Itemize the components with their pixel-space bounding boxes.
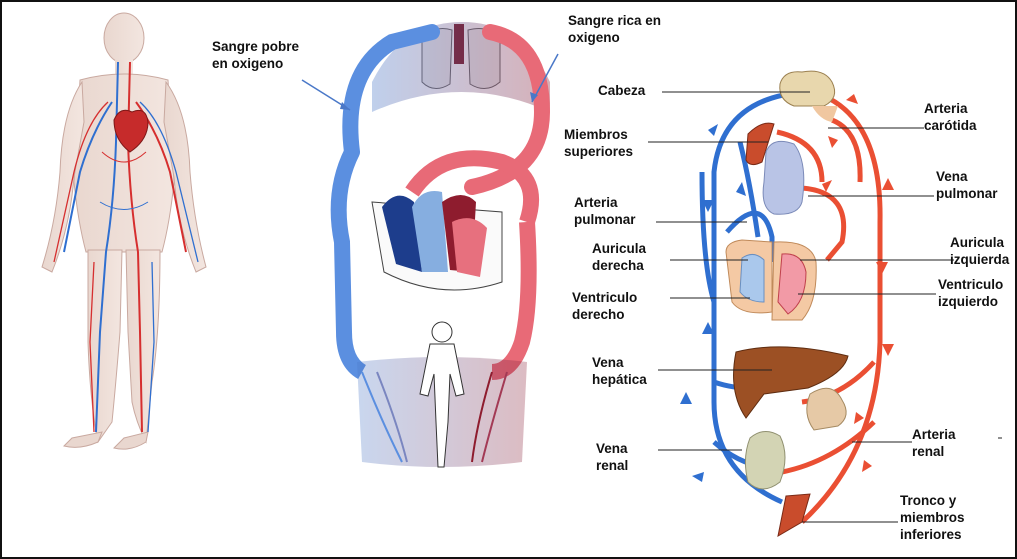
label-auricula-izquierda: Auricula izquierda: [950, 234, 1009, 268]
label-cabeza: Cabeza: [598, 82, 645, 99]
label-tronco-miembros: Tronco y miembros inferiores: [900, 492, 965, 543]
intestine-shape: [807, 388, 846, 430]
label-arteria-carotida: Arteria carótida: [924, 100, 977, 134]
heart-shape: [726, 240, 816, 320]
brain-shape: [780, 71, 838, 122]
label-vena-hepatica: Vena hepática: [592, 354, 647, 388]
label-vena-pulmonar: Vena pulmonar: [936, 168, 998, 202]
label-sangre-rica: Sangre rica en oxigeno: [568, 12, 661, 46]
human-circulatory-figure: [42, 13, 206, 449]
label-miembros-superiores: Miembros superiores: [564, 126, 633, 160]
label-arteria-renal: Arteria renal: [912, 426, 956, 460]
label-sangre-pobre: Sangre pobre en oxigeno: [212, 38, 299, 72]
label-ventriculo-derecho: Ventriculo derecho: [572, 289, 637, 323]
label-arteria-pulmonar: Arteria pulmonar: [574, 194, 636, 228]
label-vena-renal: Vena renal: [596, 440, 628, 474]
lung-shape: [763, 141, 804, 214]
label-auricula-derecha: Auricula derecha: [592, 240, 646, 274]
leg-muscle-shape: [778, 494, 810, 536]
label-ventriculo-izquierdo: Ventriculo izquierdo: [938, 276, 1003, 310]
kidney-shape: [745, 431, 785, 489]
double-circulation-diagram: [339, 22, 550, 467]
